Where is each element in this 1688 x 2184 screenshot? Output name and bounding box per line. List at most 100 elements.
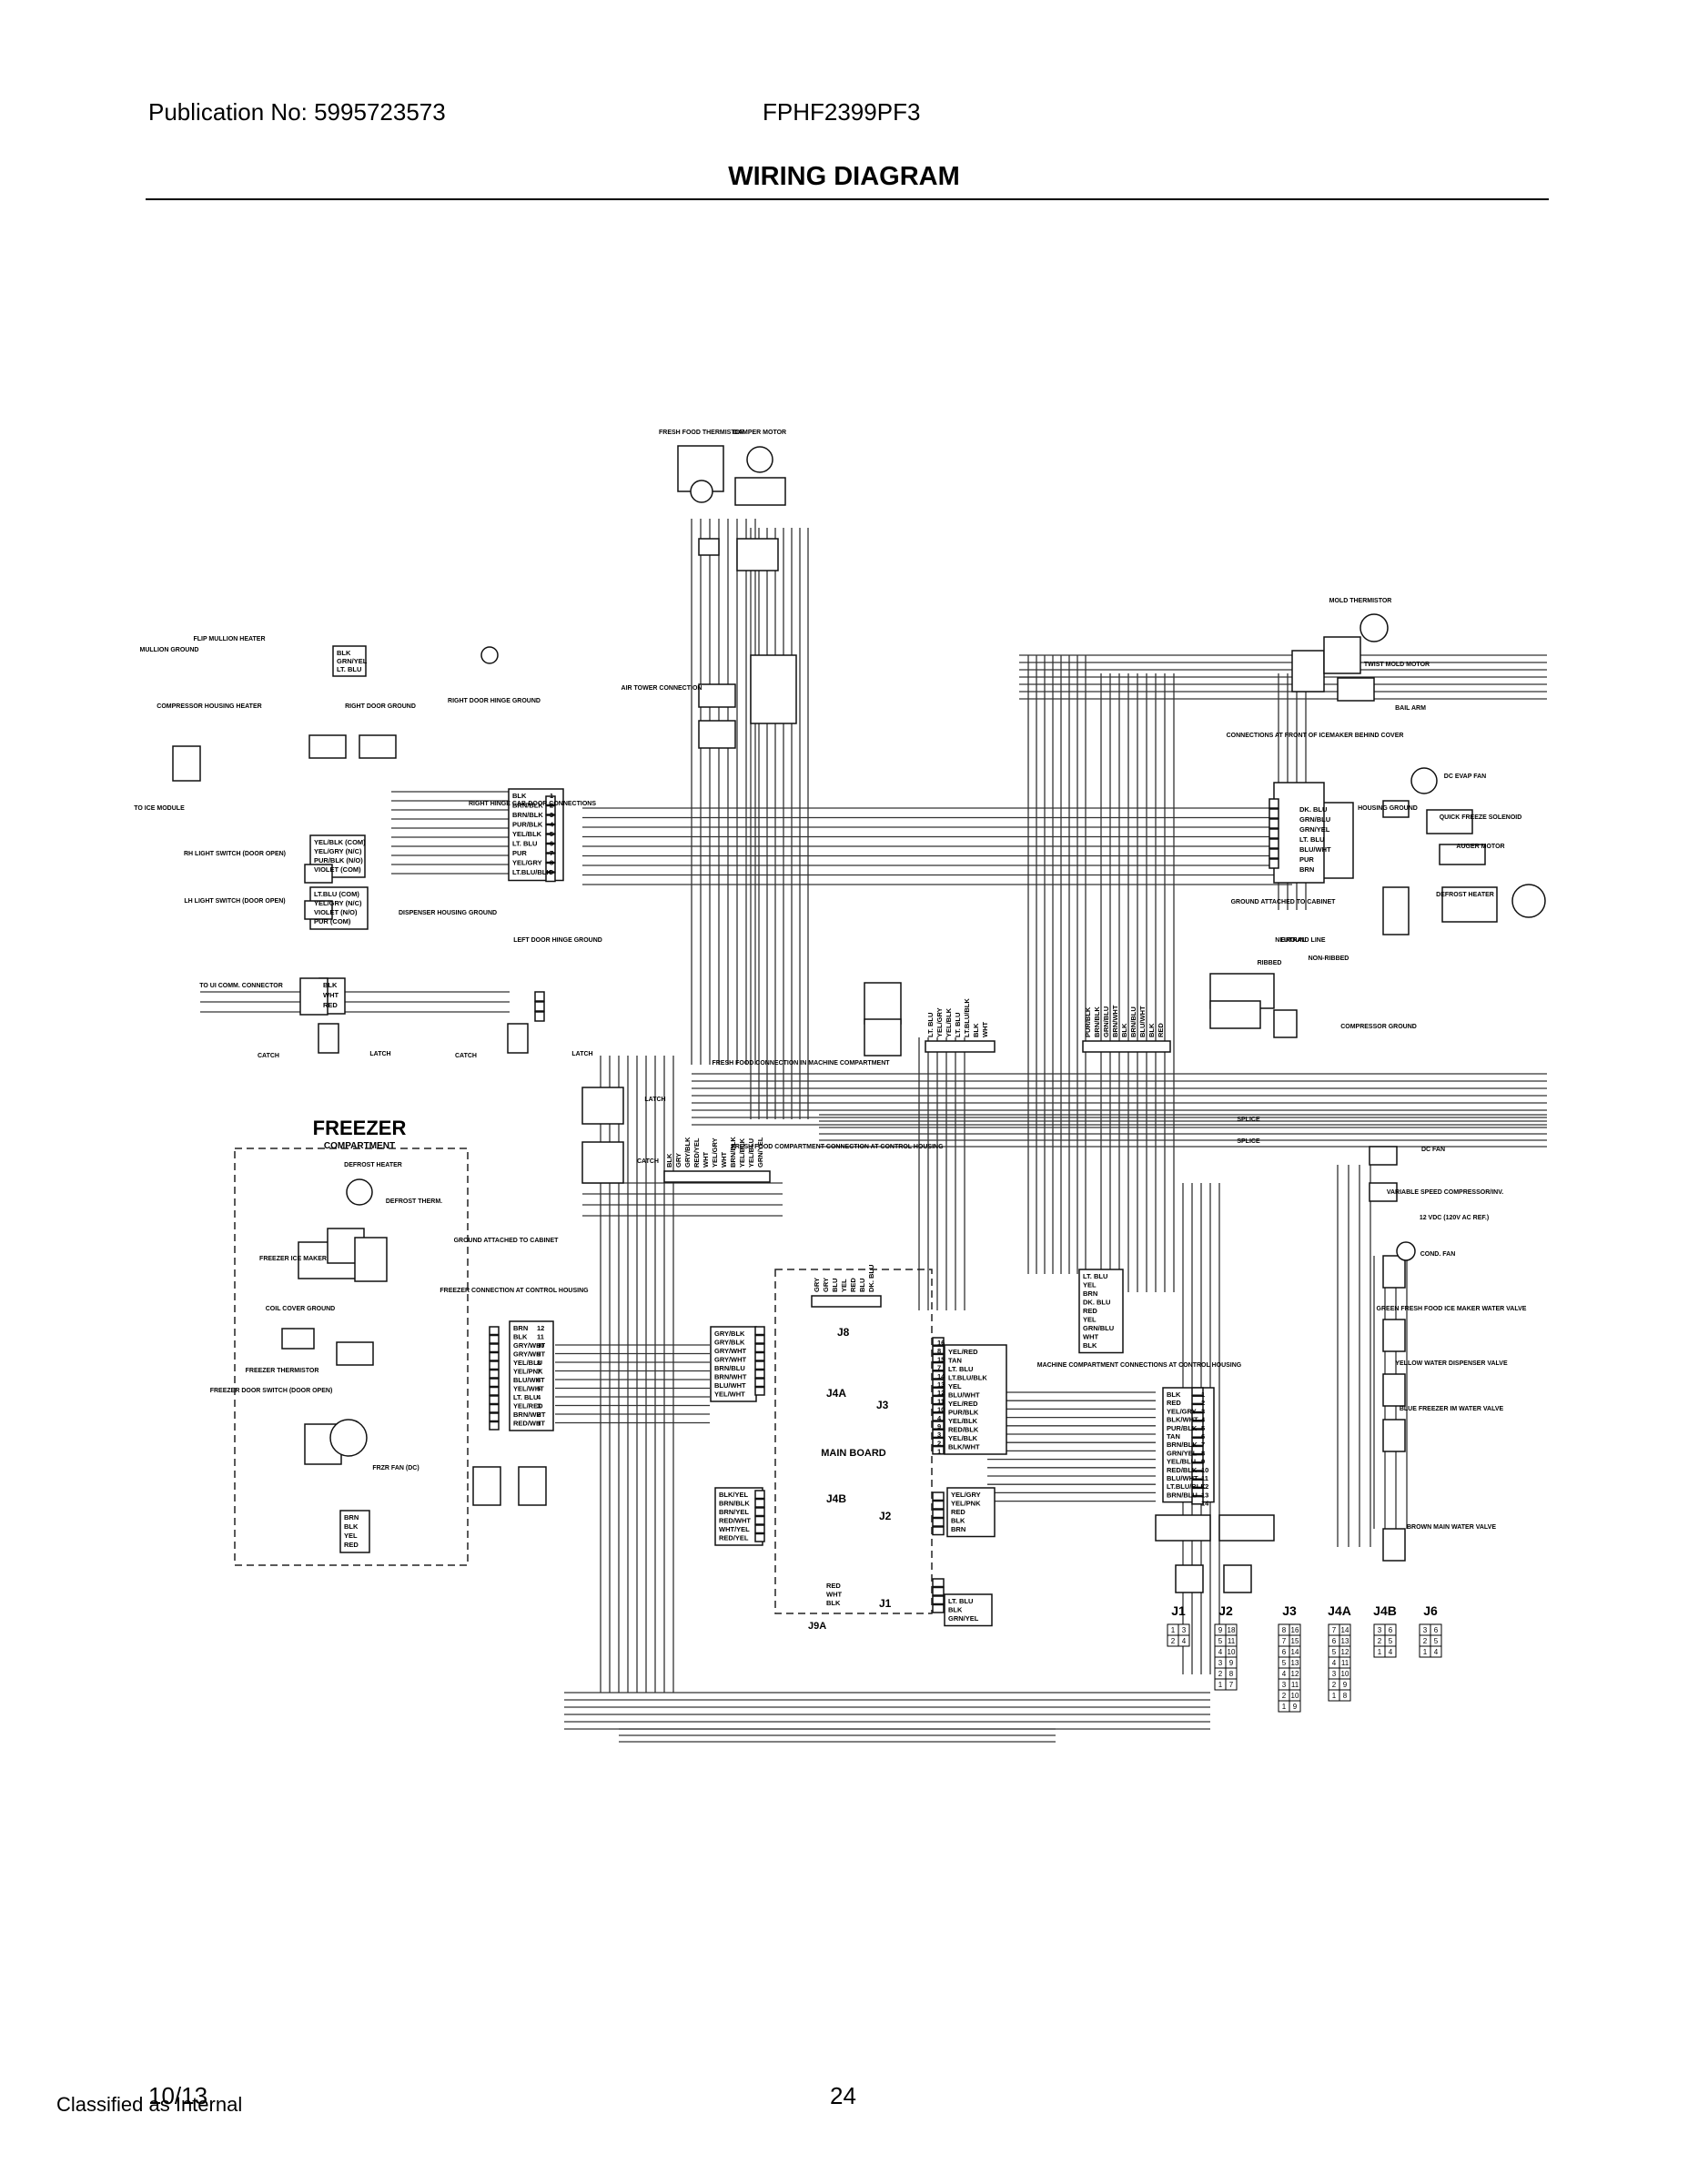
terminal-pin bbox=[1191, 1462, 1204, 1471]
wire-color-label: 9 bbox=[550, 868, 553, 876]
terminal-pin bbox=[1191, 1411, 1204, 1421]
left-component-labels: FLIP MULLION HEATER MULLION GROUND COMPR… bbox=[134, 636, 665, 1165]
pin-number: 5 bbox=[1332, 1648, 1337, 1656]
pin-cell bbox=[1384, 1645, 1397, 1658]
publication-number: Publication No: 5995723573 bbox=[148, 98, 446, 126]
wire-color-label: 9 bbox=[537, 1350, 541, 1359]
brown-valve-label: BROWN MAIN WATER VALVE bbox=[1407, 1524, 1496, 1531]
wire-color-label: YEL bbox=[840, 1279, 848, 1292]
terminal-pin bbox=[754, 1334, 765, 1344]
wire-color-label: GRY/WHT bbox=[714, 1356, 747, 1364]
wire-color-label: YEL/BLK bbox=[945, 1007, 953, 1037]
wire-color-label: YEL/GRY bbox=[711, 1138, 719, 1168]
model-number: FPHF2399PF3 bbox=[763, 98, 921, 126]
terminal-pin bbox=[1191, 1387, 1204, 1396]
wire-color-label: 3 bbox=[537, 1402, 541, 1410]
wire-color-label: BLU/WHT bbox=[513, 1376, 545, 1384]
wire-color-label: 16 bbox=[937, 1339, 945, 1347]
j8-label: J8 bbox=[837, 1326, 850, 1339]
wire-color-label: GRY/WHT bbox=[714, 1347, 747, 1355]
wire-color-label: YEL/WHT bbox=[513, 1385, 544, 1393]
wire-color-label: 5 bbox=[550, 830, 553, 838]
wire-color-label: 11 bbox=[537, 1333, 544, 1341]
pin-number: 2 bbox=[1423, 1637, 1428, 1645]
wire-color-label: 6 bbox=[537, 1376, 541, 1384]
pin-number: 7 bbox=[1229, 1681, 1234, 1689]
wire-color-label: GRY bbox=[822, 1278, 830, 1292]
wire-color-label: BLK/WHT bbox=[948, 1443, 980, 1451]
wire-color-label: VIOLET (N/O) bbox=[314, 908, 358, 916]
wire-color-label: BLK bbox=[1147, 1023, 1156, 1037]
connector-body bbox=[750, 654, 797, 724]
wire-color-label: YEL/GRY bbox=[935, 1007, 944, 1037]
connector-body bbox=[1441, 886, 1498, 923]
terminal-pin bbox=[489, 1395, 500, 1405]
title-rule bbox=[146, 198, 1549, 200]
pin-number: 10 bbox=[1228, 1648, 1236, 1656]
wire-color-label: YEL/BLK bbox=[948, 1434, 978, 1442]
wire-color-label: BRN bbox=[344, 1513, 359, 1522]
round-component bbox=[690, 480, 713, 503]
wire-color-label: PUR/BLK bbox=[1084, 1006, 1092, 1037]
wire-color-label: BRN/WHT bbox=[714, 1373, 747, 1381]
pin-number: 12 bbox=[1341, 1648, 1349, 1656]
terminal-pin bbox=[1191, 1403, 1204, 1413]
pin-number: 1 bbox=[1423, 1648, 1428, 1656]
terminal-pin bbox=[932, 1491, 945, 1502]
wire-color-label: 8 bbox=[537, 1359, 541, 1367]
connector-body bbox=[1218, 1514, 1275, 1542]
j8-terminal bbox=[811, 1295, 882, 1308]
terminal-pin bbox=[489, 1360, 500, 1370]
catch-label-2: CATCH bbox=[455, 1053, 477, 1059]
pin-number: 9 bbox=[1229, 1659, 1234, 1667]
terminal-pin bbox=[1191, 1453, 1204, 1463]
wire-color-label: RED/YEL bbox=[692, 1138, 701, 1168]
j3-label: J3 bbox=[876, 1399, 889, 1411]
wire-color-label: BLU/WHT bbox=[1299, 845, 1331, 854]
wire-color-label: 13 bbox=[937, 1380, 945, 1389]
terminal-pin bbox=[754, 1498, 765, 1508]
ff-machine-terminal bbox=[925, 1040, 996, 1053]
terminal-pin bbox=[1191, 1495, 1204, 1505]
connector-body bbox=[1155, 1514, 1211, 1542]
wire-color-label: YEL/BLK bbox=[738, 1138, 746, 1168]
dc-fan-label: DC FAN bbox=[1421, 1147, 1445, 1153]
pin-number: 9 bbox=[1293, 1703, 1298, 1711]
pin-grid-title: J4A bbox=[1328, 1603, 1351, 1618]
pin-cell bbox=[1339, 1689, 1351, 1702]
main-board-label: MAIN BOARD bbox=[821, 1448, 886, 1459]
wire-color-label: YEL bbox=[1083, 1281, 1097, 1289]
wire-color-label: 7 bbox=[550, 849, 553, 857]
pin-number: 4 bbox=[1218, 1648, 1223, 1656]
terminal-pin bbox=[932, 1345, 945, 1355]
vdc-ref-label: 12 VDC (120V AC REF.) bbox=[1420, 1215, 1489, 1221]
connector-body bbox=[336, 1341, 374, 1366]
lh-light-switch-label: LH LIGHT SWITCH (DOOR OPEN) bbox=[184, 898, 285, 905]
pin-cell bbox=[1430, 1645, 1442, 1658]
pin-number: 18 bbox=[1228, 1626, 1236, 1634]
terminal-pin bbox=[932, 1595, 945, 1605]
wire-color-label: BLU bbox=[831, 1279, 839, 1292]
connector-body bbox=[172, 745, 201, 782]
wire-color-label: BLK bbox=[951, 1517, 965, 1525]
terminal-pin bbox=[932, 1370, 945, 1380]
terminal-pin bbox=[545, 804, 556, 815]
terminal-pin bbox=[489, 1378, 500, 1388]
wire-color-label: BRN/BLK bbox=[1167, 1441, 1198, 1449]
terminal-pin bbox=[754, 1515, 765, 1525]
quick-freeze-solenoid-label: QUICK FREEZE SOLENOID bbox=[1440, 814, 1522, 821]
catch-label-3: CATCH bbox=[637, 1158, 659, 1165]
ribbed-label: RIBBED bbox=[1258, 960, 1282, 966]
air-tower-connection-label: AIR TOWER CONNECTION bbox=[622, 685, 702, 692]
connector-body bbox=[698, 683, 736, 708]
latch-label-1: LATCH bbox=[369, 1051, 390, 1057]
terminal-pin bbox=[754, 1490, 765, 1500]
twist-mold-motor-label: TWIST MOLD MOTOR bbox=[1364, 662, 1430, 668]
top-component-labels: FRESH FOOD THERMISTOR DAMPER MOTOR AIR T… bbox=[622, 430, 1430, 739]
terminal-pin bbox=[1191, 1437, 1204, 1447]
terminal-pin bbox=[754, 1524, 765, 1534]
wire-color-label: 12 bbox=[537, 1324, 544, 1332]
wire-color-label: YEL bbox=[344, 1532, 358, 1540]
wire-color-label: PUR/BLK bbox=[512, 821, 543, 829]
terminal-pin bbox=[932, 1403, 945, 1413]
